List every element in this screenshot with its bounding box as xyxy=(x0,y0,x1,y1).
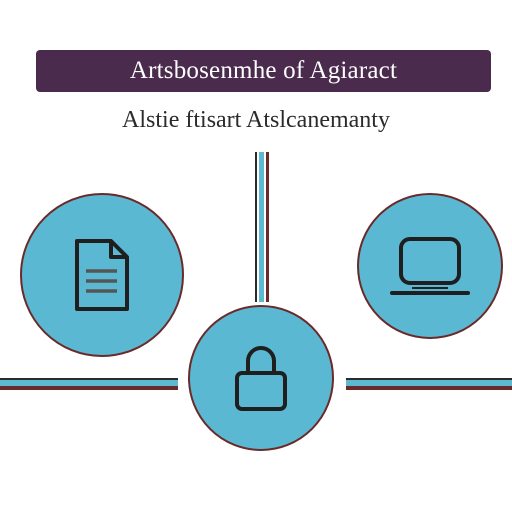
vertical-connector xyxy=(255,152,269,302)
laptop-icon xyxy=(390,235,470,297)
diagram-subtitle: Alstie ftisart Atslcanemanty xyxy=(122,107,390,133)
lock-icon xyxy=(233,343,289,413)
diagram-title: Artsbosenmhe of Agiaract xyxy=(129,57,398,84)
title-bar: Artsbosenmhe of Agiaract xyxy=(36,50,491,92)
laptop-node xyxy=(357,193,503,339)
right-horizontal-connector xyxy=(346,378,512,390)
left-horizontal-connector xyxy=(0,378,178,390)
document-icon xyxy=(73,237,131,313)
document-node xyxy=(20,193,184,357)
lock-node xyxy=(188,305,334,451)
